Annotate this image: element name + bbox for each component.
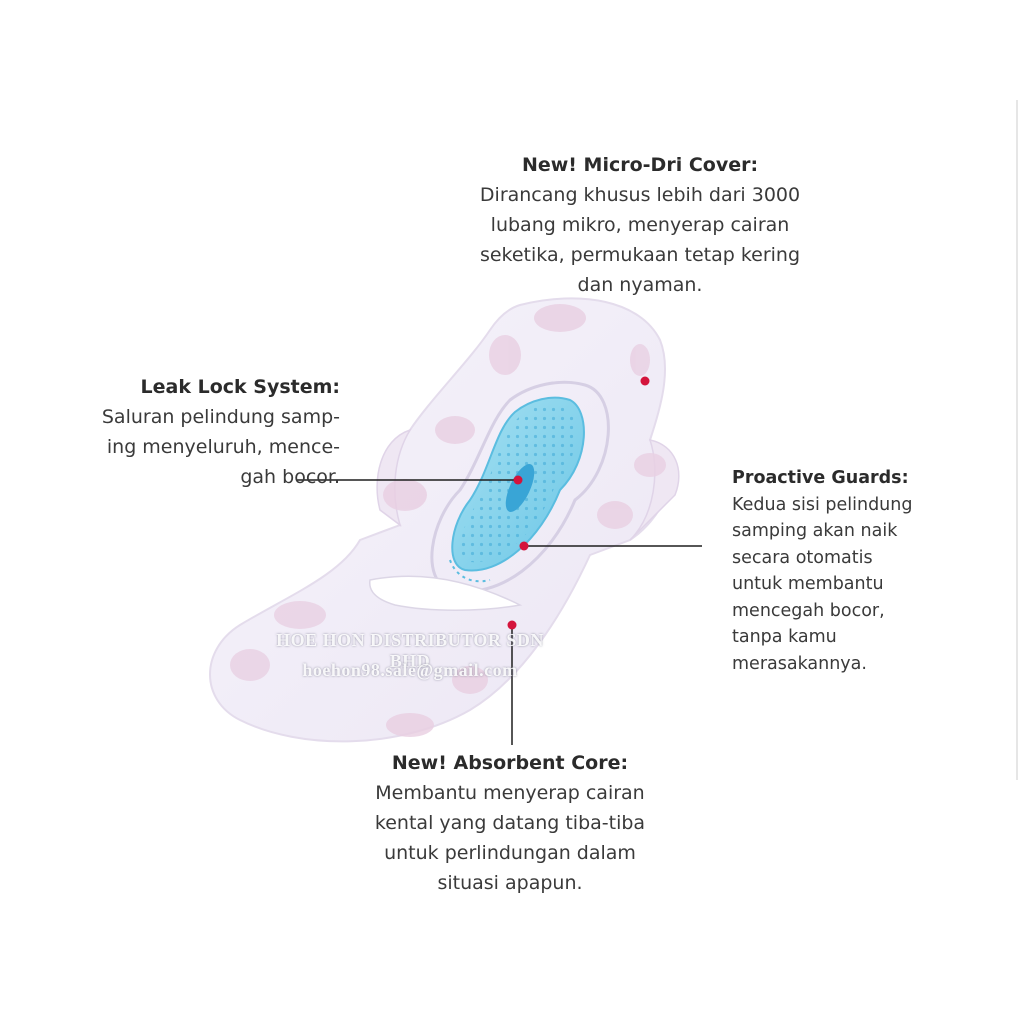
callout-body: Saluran pelindung samp- ing menyeluruh, … [101, 406, 340, 488]
callout-title: New! Absorbent Core: [391, 752, 629, 774]
core-center [505, 464, 535, 512]
floral-pattern [230, 304, 666, 737]
callout-body: Membantu menyerap cairan kental yang dat… [374, 782, 646, 894]
callout-title: Proactive Guards: [732, 468, 909, 488]
callout-title: New! Micro-Dri Cover: [521, 154, 759, 176]
watermark-email: hoehon98.sale@gmail.com [302, 660, 518, 680]
callout-title: Leak Lock System: [140, 376, 340, 398]
callout-proactive: Proactive Guards: Kedua sisi pelindung s… [732, 465, 972, 677]
marker-micro-dri [640, 376, 650, 386]
marker-absorbent [507, 620, 517, 630]
marker-leak-lock [513, 475, 523, 485]
leader-lines [296, 479, 702, 745]
leak-lock-channel [430, 380, 610, 593]
front-flap [369, 575, 523, 611]
frame-divider [1016, 100, 1018, 780]
callout-absorbent: New! Absorbent Core: Membantu menyerap c… [300, 748, 720, 898]
callout-body: Dirancang khusus lebih dari 3000 lubang … [479, 184, 801, 296]
callout-micro-dri: New! Micro-Dri Cover: Dirancang khusus l… [430, 150, 850, 300]
callout-markers [507, 376, 650, 630]
callout-body: Kedua sisi pelindung samping akan naik s… [732, 494, 913, 674]
core-fringe [449, 559, 491, 583]
watermark-company: HOE HON DISTRIBUTOR SDN BHD [276, 630, 544, 671]
marker-proactive [519, 541, 529, 551]
callout-leak-lock: Leak Lock System: Saluran pelindung samp… [40, 372, 340, 492]
